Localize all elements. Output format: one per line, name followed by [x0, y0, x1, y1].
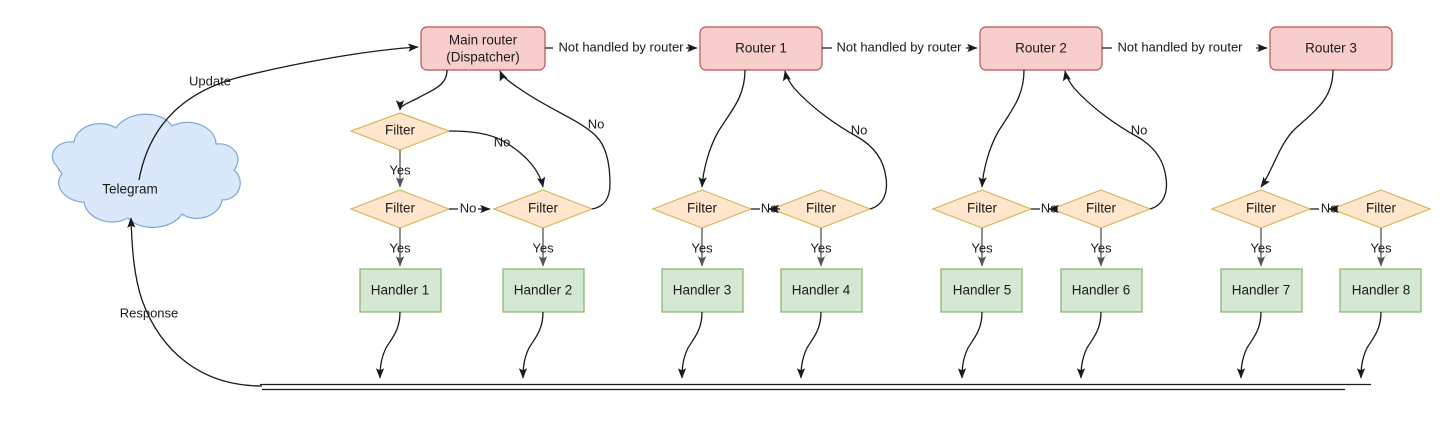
edge-handler-7-to-bus: [1236, 311, 1262, 379]
handler-3-label: Handler 3: [673, 283, 732, 298]
node-router-1[interactable]: Router 1: [699, 26, 823, 71]
edge-label-not-handled-2: Not handled by router: [836, 39, 962, 54]
node-main-router[interactable]: Main router (Dispatcher): [420, 26, 546, 71]
node-filter-i[interactable]: Filter: [1330, 189, 1432, 229]
handler-6-label: Handler 6: [1072, 283, 1131, 298]
node-filter-e[interactable]: Filter: [770, 189, 872, 229]
node-handler-2[interactable]: Handler 2: [502, 268, 585, 313]
node-filter-g[interactable]: Filter: [1050, 189, 1152, 229]
edge-label-not-handled-1: Not handled by router: [558, 39, 684, 54]
edge-handler-3-to-bus: [677, 311, 703, 379]
edge-label-yes-9: Yes: [1370, 240, 1392, 255]
node-handler-1[interactable]: Handler 1: [359, 268, 442, 313]
edge-label-no-mid-3: No: [1041, 200, 1058, 215]
edge-handler-2-to-bus: [518, 311, 544, 379]
edge-label-response: Response: [120, 305, 179, 320]
filter-i-label: Filter: [1366, 201, 1397, 216]
edge-label-not-handled-3: Not handled by router: [1117, 39, 1243, 54]
edge-router2-to-filter-f: [978, 69, 1025, 188]
router-1-label: Router 1: [735, 41, 787, 56]
edge-label-yes-7: Yes: [1090, 240, 1112, 255]
edge-handler-6-to-bus: [1076, 311, 1102, 379]
node-filter-c[interactable]: Filter: [492, 189, 594, 229]
node-handler-3[interactable]: Handler 3: [661, 268, 744, 313]
router-3-label: Router 3: [1305, 41, 1357, 56]
handler-1-label: Handler 1: [371, 283, 430, 298]
edge-label-yes-6: Yes: [971, 240, 993, 255]
node-router-2[interactable]: Router 2: [979, 26, 1103, 71]
edge-router3-to-filter-h: [1260, 69, 1334, 188]
edge-label-update: Update: [189, 73, 231, 88]
filter-a-label: Filter: [385, 123, 416, 138]
handler-5-label: Handler 5: [953, 283, 1012, 298]
edge-handler-8-to-bus: [1356, 311, 1382, 379]
handler-4-label: Handler 4: [792, 283, 851, 298]
handler-4-box[interactable]: [780, 268, 863, 313]
filter-h-label: Filter: [1246, 201, 1277, 216]
cloud-icon: [51, 113, 241, 228]
filter-g-label: Filter: [1086, 201, 1117, 216]
handler-7-box[interactable]: [1220, 268, 1303, 313]
edge-label-yes-3: Yes: [532, 240, 554, 255]
handler-5-box[interactable]: [940, 268, 1023, 313]
edge-handler-5-to-bus: [957, 311, 983, 379]
edge-filter-g-no-back: [1062, 70, 1168, 210]
edge-label-no-back-2: No: [851, 122, 868, 137]
handler-7-label: Handler 7: [1232, 283, 1291, 298]
edge-filter-a-no: [448, 130, 546, 188]
edge-label-no-back-3: No: [1131, 122, 1148, 137]
node-handler-8[interactable]: Handler 8: [1339, 268, 1422, 313]
handler-8-label: Handler 8: [1352, 283, 1411, 298]
edge-router1-to-filter-d: [698, 69, 746, 188]
node-filter-d[interactable]: Filter: [651, 189, 753, 229]
edge-label-no-top-1: No: [494, 134, 511, 149]
main-router-label-line2: (Dispatcher): [446, 50, 520, 65]
node-filter-h[interactable]: Filter: [1210, 189, 1312, 229]
telegram-label: Telegram: [102, 182, 158, 197]
edge-label-yes-2: Yes: [389, 240, 411, 255]
edge-label-yes-8: Yes: [1250, 240, 1272, 255]
filter-b-label: Filter: [385, 201, 416, 216]
handler-2-label: Handler 2: [514, 283, 573, 298]
filter-c-label: Filter: [528, 201, 559, 216]
edge-mainrouter-to-filter-a: [395, 69, 448, 111]
filter-d-label: Filter: [687, 201, 718, 216]
edge-handler-4-to-bus: [796, 311, 822, 379]
router-2-label: Router 2: [1015, 41, 1067, 56]
edge-update: [138, 43, 419, 181]
edge-response: [127, 217, 263, 387]
edge-filter-e-no-back: [782, 70, 888, 210]
handler-1-box[interactable]: [359, 268, 442, 313]
node-handler-7[interactable]: Handler 7: [1220, 268, 1303, 313]
node-router-3[interactable]: Router 3: [1269, 26, 1393, 71]
handler-2-box[interactable]: [502, 268, 585, 313]
edge-label-no-mid-2: No: [761, 200, 778, 215]
response-bus: [260, 383, 1371, 391]
edge-label-no-mid-1: No: [460, 200, 477, 215]
edge-label-no-back-1: No: [588, 116, 605, 131]
edge-label-yes-4: Yes: [691, 240, 713, 255]
node-handler-5[interactable]: Handler 5: [940, 268, 1023, 313]
node-handler-6[interactable]: Handler 6: [1060, 268, 1143, 313]
node-handler-4[interactable]: Handler 4: [780, 268, 863, 313]
main-router-label-line1: Main router: [449, 33, 518, 48]
edge-label-yes-1: Yes: [389, 162, 411, 177]
handler-8-box[interactable]: [1339, 268, 1422, 313]
filter-e-label: Filter: [806, 201, 837, 216]
filter-f-label: Filter: [967, 201, 998, 216]
edge-label-no-mid-4: No: [1321, 200, 1338, 215]
edge-handler-1-to-bus: [375, 311, 401, 379]
node-filter-a[interactable]: Filter: [349, 112, 451, 151]
handler-6-box[interactable]: [1060, 268, 1143, 313]
node-filter-f[interactable]: Filter: [931, 189, 1033, 229]
edge-filter-c-no-back: [499, 70, 611, 210]
handler-3-box[interactable]: [661, 268, 744, 313]
edge-label-yes-5: Yes: [810, 240, 832, 255]
node-filter-b[interactable]: Filter: [349, 189, 451, 229]
telegram-cloud-node: Telegram: [51, 113, 241, 228]
